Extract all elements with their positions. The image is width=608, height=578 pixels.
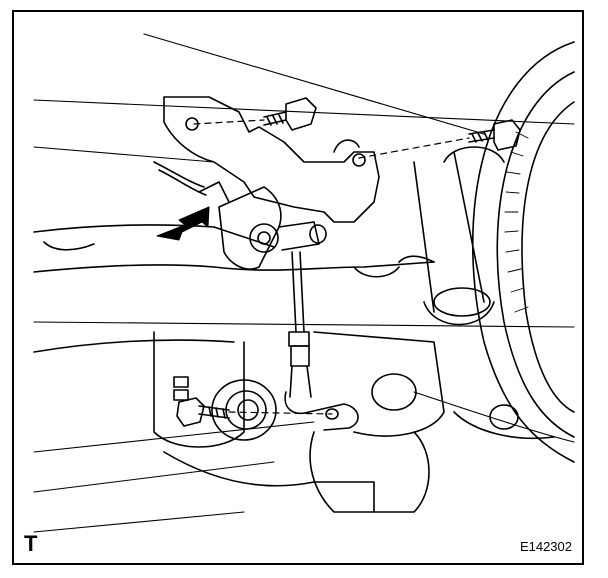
body-outline-lines — [33, 33, 575, 533]
sensor-link-rod — [284, 251, 359, 431]
cross-member — [33, 224, 435, 278]
arrow-icon — [156, 206, 210, 241]
technical-drawing — [33, 33, 575, 533]
alignment-lines — [193, 119, 470, 415]
lower-arm — [33, 331, 555, 448]
bolt-lower-left — [176, 397, 230, 427]
corner-label: T — [24, 531, 38, 556]
brake-rotor — [471, 41, 575, 463]
bolt-upper-left — [263, 97, 317, 131]
lower-body — [163, 431, 430, 513]
shock-absorber — [413, 146, 505, 326]
bolt-upper-right — [468, 119, 521, 151]
sensor-bracket — [163, 96, 380, 223]
height-sensor — [153, 161, 327, 270]
figure-code: E142302 — [519, 539, 572, 554]
illustration-frame: T E142302 — [12, 10, 584, 565]
